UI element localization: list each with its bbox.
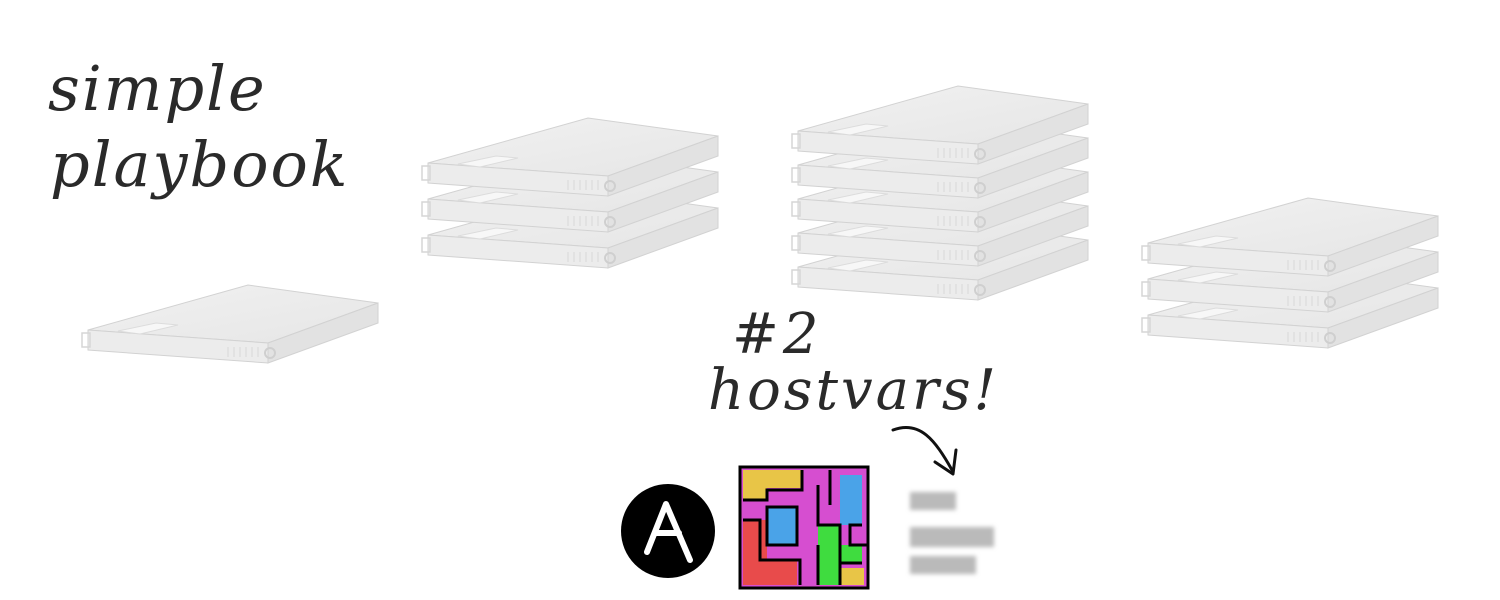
puzzle-grid-icon xyxy=(738,465,870,590)
title-line-1: simple xyxy=(48,52,267,125)
arrow-icon xyxy=(891,425,954,472)
server-unit xyxy=(791,85,1089,165)
server-unit xyxy=(1141,197,1439,277)
annotation-line-1: #2 xyxy=(732,302,823,367)
server-unit xyxy=(421,117,719,197)
annotation-line-2: hostvars! xyxy=(708,358,1000,423)
blurred-variables-icon xyxy=(910,492,994,574)
server-stack-4 xyxy=(1141,197,1439,349)
ansible-logo-icon xyxy=(621,484,715,578)
arrow-head-icon xyxy=(933,448,958,476)
server-stack-1 xyxy=(81,284,379,364)
server-stack-3 xyxy=(791,85,1089,301)
title-line-2: playbook xyxy=(50,128,350,201)
server-stack-2 xyxy=(421,117,719,269)
server-unit xyxy=(81,284,379,364)
